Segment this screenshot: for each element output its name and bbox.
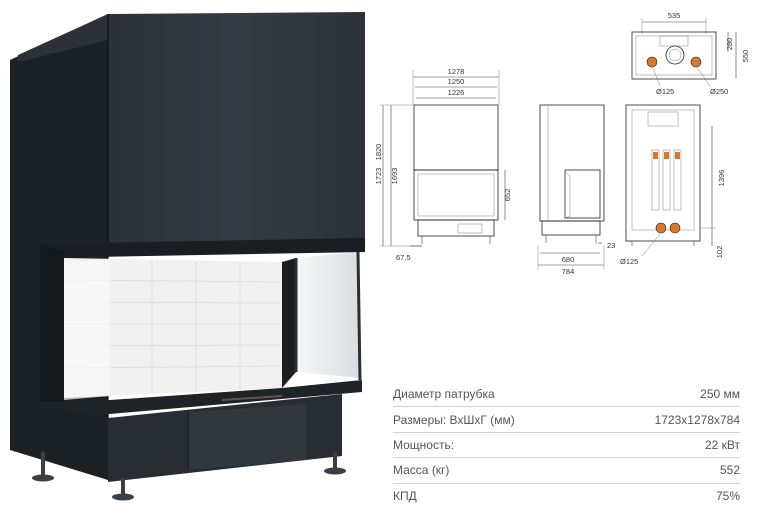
- dim-1278: 1278: [448, 67, 465, 76]
- top-view: 535 280 550 Ø125 Ø250: [631, 11, 750, 96]
- dim-280: 280: [725, 38, 734, 51]
- spec-row: Размеры: ВхШхГ (мм) 1723x1278x784: [393, 407, 740, 433]
- dim-67-5: 67,5: [396, 253, 411, 262]
- dim-535: 535: [668, 11, 681, 20]
- back-view: 1396 102 Ø125: [620, 104, 726, 266]
- dim-23: 23: [607, 241, 615, 250]
- spec-label: Мощность:: [393, 437, 455, 452]
- spec-value: 22 кВт: [704, 437, 740, 452]
- dim-d125-back: Ø125: [620, 257, 638, 266]
- spec-row: Диаметр патрубка 250 мм: [393, 382, 740, 408]
- spec-value: 552: [719, 463, 740, 478]
- spec-value: 75%: [715, 488, 740, 503]
- dim-1396: 1396: [717, 170, 726, 187]
- spec-label: Масса (кг): [393, 463, 450, 478]
- spec-label: КПД: [393, 488, 417, 503]
- dim-1723: 1723: [374, 168, 383, 185]
- dim-652: 652: [503, 189, 512, 202]
- dim-1820: 1820: [374, 144, 383, 161]
- dim-680: 680: [562, 255, 575, 264]
- dim-1226: 1226: [448, 88, 465, 97]
- spec-row: Мощность: 22 кВт: [393, 433, 740, 459]
- spec-row: КПД 75%: [393, 484, 740, 508]
- dim-102: 102: [715, 246, 724, 259]
- dim-550: 550: [741, 50, 750, 63]
- spec-row: Масса (кг) 552: [393, 458, 740, 484]
- specs-table: Диаметр патрубка 250 мм Размеры: ВхШхГ (…: [393, 382, 740, 508]
- spec-value: 250 мм: [700, 387, 740, 402]
- dim-784: 784: [562, 267, 575, 276]
- spec-label: Диаметр патрубка: [393, 387, 495, 402]
- dim-1250: 1250: [448, 77, 465, 86]
- dim-d125-top: Ø125: [656, 87, 674, 96]
- spec-label: Размеры: ВхШхГ (мм): [393, 412, 515, 427]
- technical-drawings: 1278 1250 1226 1723 1820 1693 652 67,5: [374, 11, 750, 276]
- front-view: 1278 1250 1226 1723 1820 1693 652 67,5: [374, 67, 512, 262]
- dim-d250-top: Ø250: [710, 87, 728, 96]
- side-view: 680 784 23: [537, 104, 615, 276]
- fireplace-photo: [10, 12, 365, 501]
- dim-1693: 1693: [390, 168, 399, 185]
- spec-value: 1723x1278x784: [654, 412, 740, 427]
